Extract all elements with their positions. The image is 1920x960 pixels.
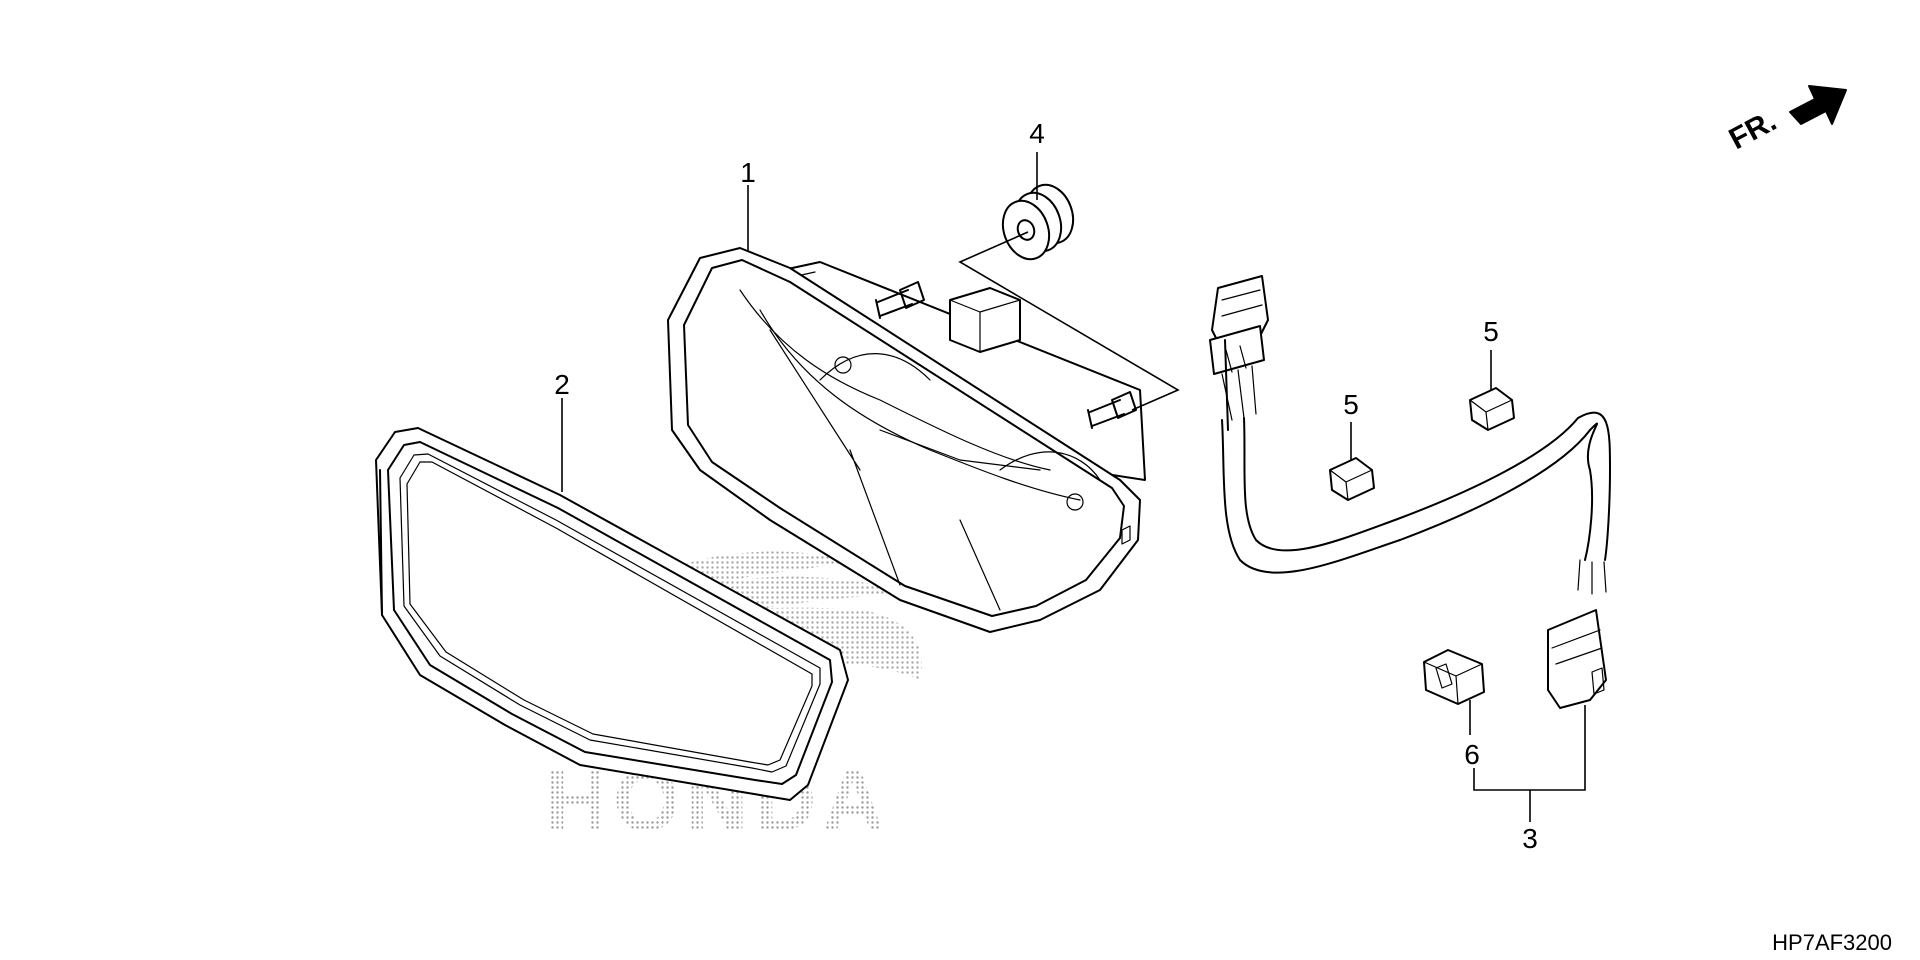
clamp <box>1423 649 1485 705</box>
part-label-3: 3 <box>1522 823 1538 854</box>
wire-harness <box>1209 275 1611 709</box>
part-label-2: 2 <box>554 369 570 400</box>
lens-rim <box>375 427 849 801</box>
part-label-6: 6 <box>1464 739 1480 770</box>
direction-indicator: FR. <box>1724 85 1847 156</box>
mounting-bolt-upper <box>875 281 925 319</box>
diagram-code: HP7AF3200 <box>1772 930 1892 955</box>
part-labels: 1 2 3 4 5 5 6 <box>554 118 1538 854</box>
grommet <box>1001 183 1075 261</box>
clip-5a <box>1329 457 1375 501</box>
harness-lower-connector <box>1547 609 1607 709</box>
part-label-1: 1 <box>740 157 756 188</box>
arrow-icon <box>1789 85 1847 125</box>
leader-lines <box>561 152 1586 822</box>
harness-upper-connector <box>1209 275 1269 421</box>
tail-light-unit <box>667 247 1146 633</box>
fr-label: FR. <box>1724 104 1782 156</box>
part-label-5a: 5 <box>1343 389 1359 420</box>
part-label-5b: 5 <box>1483 316 1499 347</box>
mounting-bolt-lower <box>1087 391 1137 429</box>
clip-5b <box>1469 387 1515 431</box>
part-label-4: 4 <box>1029 118 1045 149</box>
